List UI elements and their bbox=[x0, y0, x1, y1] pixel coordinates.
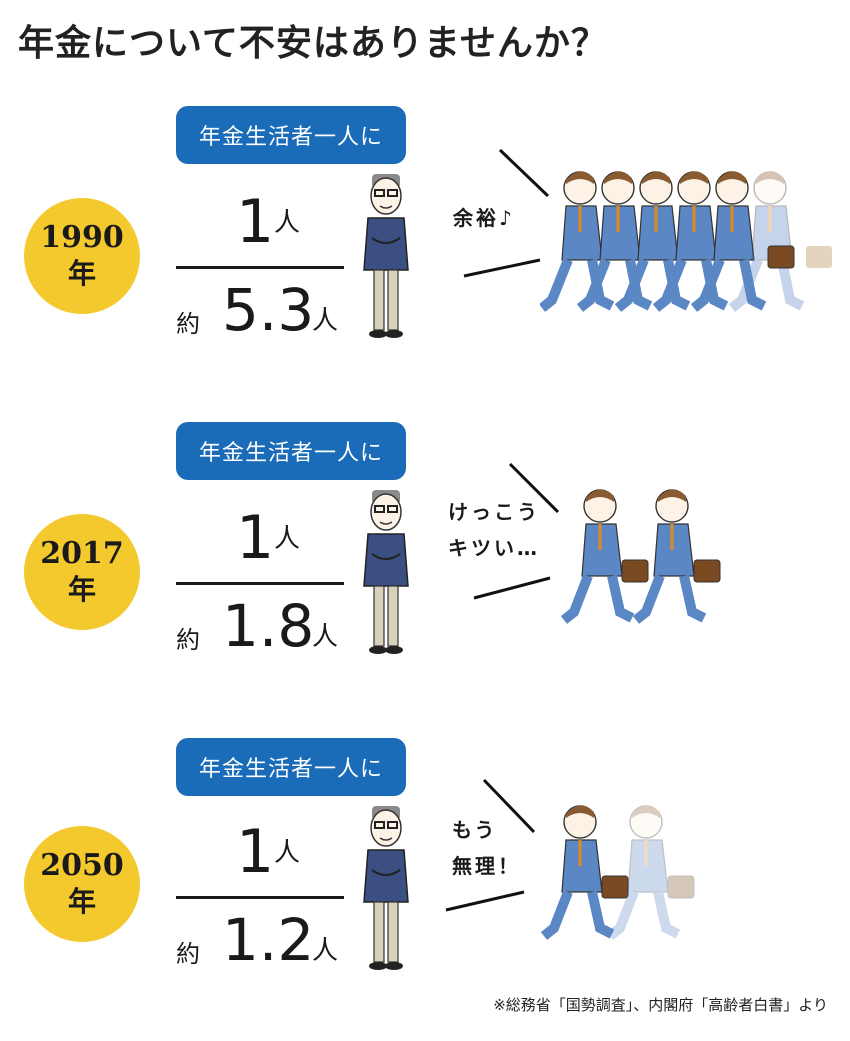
speech-lines bbox=[445, 778, 536, 912]
denominator: 約 1.2 人 bbox=[176, 900, 351, 980]
source-footnote: ※総務省「国勢調査」、内閣府「高齢者白書」より bbox=[493, 996, 828, 1014]
pensioner-pill: 年金生活者一人に bbox=[176, 422, 406, 480]
speech-line-2: キツい… bbox=[448, 536, 540, 560]
elderly-man-icon bbox=[363, 806, 409, 970]
year-suffix: 年 bbox=[67, 885, 96, 918]
two-businessmen-icon bbox=[560, 480, 740, 630]
pensioner-pill: 年金生活者一人に bbox=[176, 738, 406, 796]
row-2050: 2050 年 年金生活者一人に 1 人 約 1.2 人 もう 無理！ bbox=[0, 732, 850, 992]
numerator-value: 1 bbox=[236, 187, 275, 257]
numerator-value: 1 bbox=[236, 817, 275, 887]
year-label: 1990 bbox=[40, 220, 124, 255]
elderly-man-icon bbox=[363, 490, 409, 654]
year-suffix: 年 bbox=[67, 573, 96, 606]
fraction-line bbox=[176, 582, 344, 585]
speech-text: 余裕♪ bbox=[453, 200, 515, 236]
speech-line-1: もう bbox=[452, 818, 498, 842]
row-2017: 2017 年 年金生活者一人に 1 人 約 1.8 人 けっこう キツい… bbox=[0, 418, 850, 678]
pensioner-pill: 年金生活者一人に bbox=[176, 106, 406, 164]
numerator-unit: 人 bbox=[274, 208, 301, 238]
speech-lines bbox=[463, 148, 550, 278]
denominator-unit: 人 bbox=[312, 936, 339, 966]
denominator-value: 1.2 bbox=[222, 906, 315, 974]
year-label: 2050 bbox=[40, 848, 124, 883]
denominator-prefix: 約 bbox=[176, 310, 200, 338]
speech-line-2: 無理！ bbox=[452, 854, 521, 878]
denominator-unit: 人 bbox=[312, 306, 339, 336]
numerator-unit: 人 bbox=[274, 524, 301, 554]
denominator: 約 1.8 人 bbox=[176, 586, 351, 666]
five-and-a-half-businessmen-icon bbox=[540, 160, 832, 320]
one-businessman-icon bbox=[540, 796, 710, 946]
fraction-line bbox=[176, 896, 344, 899]
denominator: 約 5.3 人 bbox=[176, 270, 351, 350]
denominator-unit: 人 bbox=[312, 622, 339, 652]
speech-line-1: けっこう bbox=[448, 500, 540, 524]
row-1990: 1990 年 年金生活者一人に 1 人 約 5.3 人 余裕♪ bbox=[0, 100, 850, 360]
numerator: 1 人 bbox=[176, 498, 346, 578]
speech-text: けっこう キツい… bbox=[448, 494, 540, 566]
denominator-value: 5.3 bbox=[222, 276, 315, 344]
numerator: 1 人 bbox=[176, 812, 346, 892]
denominator-prefix: 約 bbox=[176, 940, 200, 968]
year-suffix: 年 bbox=[67, 257, 96, 290]
numerator-unit: 人 bbox=[274, 838, 301, 868]
year-label: 2017 bbox=[40, 536, 124, 571]
fraction-line bbox=[176, 266, 344, 269]
denominator-value: 1.8 bbox=[222, 592, 315, 660]
numerator: 1 人 bbox=[176, 182, 346, 262]
page-title: 年金について不安はありませんか？ bbox=[18, 23, 608, 64]
speech-lines bbox=[473, 462, 560, 600]
speech-line-1: 余裕♪ bbox=[453, 206, 515, 230]
year-badge: 1990 年 bbox=[24, 198, 140, 314]
numerator-value: 1 bbox=[236, 503, 275, 573]
elderly-man-icon bbox=[363, 174, 409, 338]
year-badge: 2017 年 bbox=[24, 514, 140, 630]
denominator-prefix: 約 bbox=[176, 626, 200, 654]
year-badge: 2050 年 bbox=[24, 826, 140, 942]
speech-text: もう 無理！ bbox=[452, 812, 521, 884]
